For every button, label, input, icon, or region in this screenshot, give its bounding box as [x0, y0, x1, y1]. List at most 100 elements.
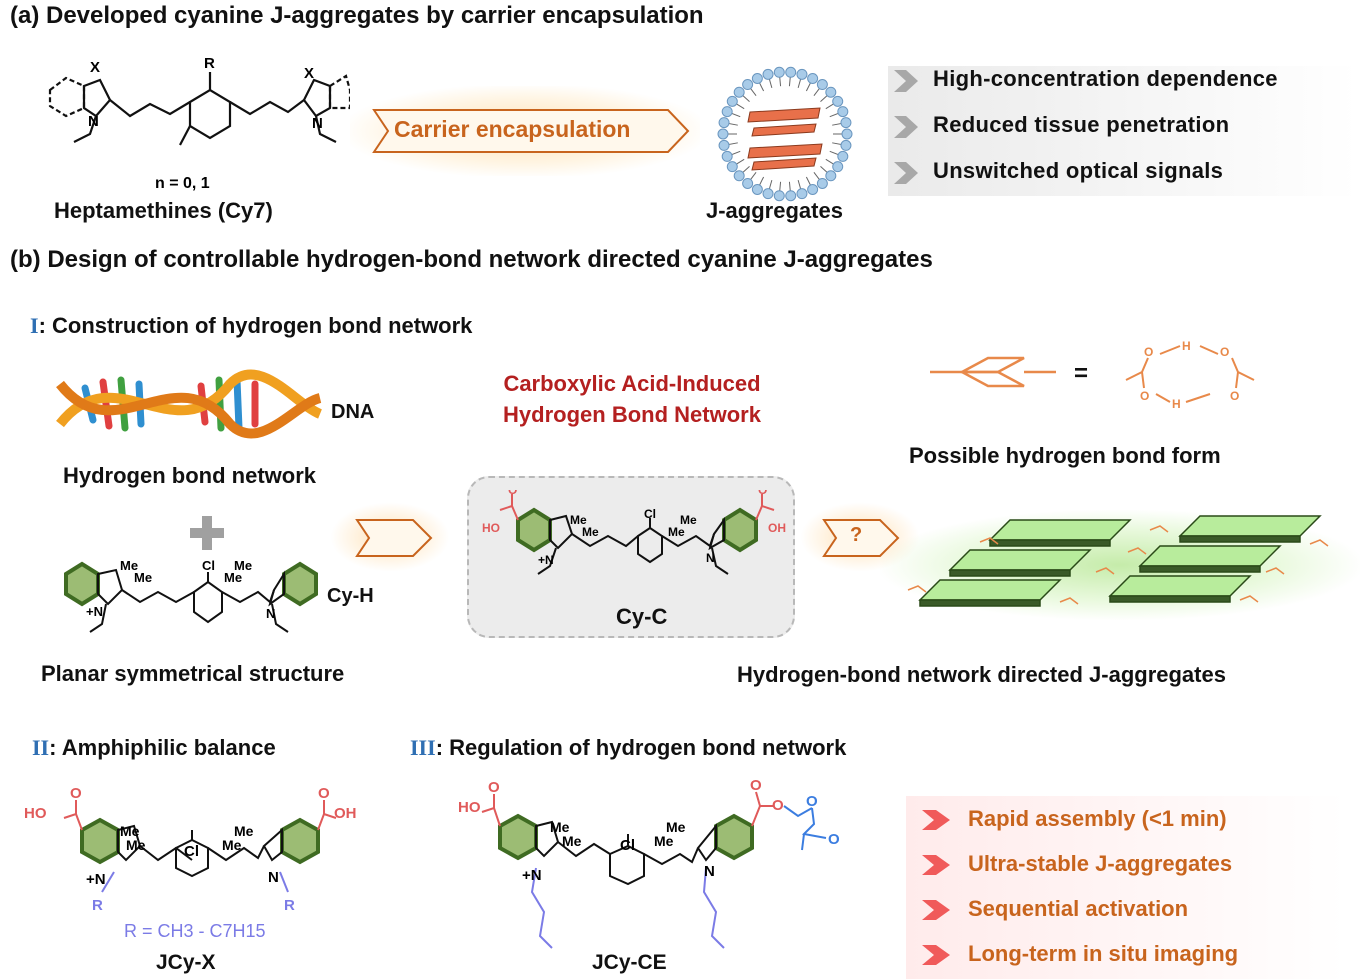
chevron-red-icon: [922, 810, 950, 830]
cy-h-structure: Me Me Cl Me Me +N N: [64, 558, 318, 633]
svg-text:H: H: [1182, 339, 1191, 353]
hbond-dimer-icon: [930, 356, 1056, 388]
svg-text:Cl: Cl: [620, 837, 635, 854]
drawback-item: High-concentration dependence: [933, 66, 1278, 91]
carrier-arrow-label: Carrier encapsulation: [394, 116, 631, 142]
svg-text:R: R: [284, 897, 295, 914]
svg-text:O: O: [1140, 389, 1149, 403]
atom-r: R: [204, 55, 215, 72]
svg-text:Me: Me: [666, 819, 686, 835]
center-title-line1: Carboxylic Acid-Induced: [503, 371, 761, 396]
j-aggregate-sheets: [907, 515, 1329, 607]
svg-text:Me: Me: [582, 525, 599, 539]
svg-text:+N: +N: [538, 553, 554, 567]
r-formula: R = CH3 - C7H15: [124, 921, 266, 941]
chevron-gray-icon: [894, 70, 918, 92]
svg-text:O: O: [758, 490, 767, 497]
part1-title: I: Construction of hydrogen bond network: [30, 313, 472, 339]
svg-text:O: O: [318, 785, 330, 802]
part2-title-text: : Amphiphilic balance: [49, 735, 276, 760]
svg-text:Me: Me: [120, 823, 140, 839]
center-title-line2: Hydrogen Bond Network: [503, 402, 761, 427]
cy7-structure: X R X N N n = 0, 1: [48, 55, 350, 192]
svg-text:H: H: [1172, 397, 1181, 411]
chevron-red-icon: [922, 900, 950, 920]
svg-text:+N: +N: [522, 867, 542, 884]
carrier-arrow: [372, 109, 690, 153]
svg-text:N: N: [706, 551, 715, 565]
svg-text:HO: HO: [482, 521, 500, 535]
svg-text:Me: Me: [222, 837, 242, 853]
svg-text:Me: Me: [120, 558, 138, 573]
cy7-label: Heptamethines (Cy7): [54, 198, 273, 223]
j-aggregates-label: J-aggregates: [706, 198, 843, 223]
roman-numeral-1: I: [30, 313, 39, 338]
svg-text:O: O: [508, 490, 517, 497]
section-b-title: (b) Design of controllable hydrogen-bond…: [10, 246, 933, 273]
svg-text:Cl: Cl: [184, 843, 199, 860]
svg-text:Me: Me: [570, 513, 587, 527]
cy-h-label: Cy-H: [327, 585, 374, 607]
svg-text:Me: Me: [654, 833, 674, 849]
chevron-gray-icon: [894, 116, 918, 138]
jcy-x-structure: HO O OH O Me Me Cl Me Me +N N R R: [24, 785, 357, 914]
svg-text:R: R: [92, 897, 103, 914]
svg-text:O: O: [70, 785, 82, 802]
svg-text:O: O: [1144, 345, 1153, 359]
feature-item: Sequential activation: [968, 896, 1189, 921]
svg-text:O: O: [828, 831, 840, 848]
svg-text:Me: Me: [680, 513, 697, 527]
svg-text:O: O: [772, 797, 784, 814]
dna-icon: [56, 369, 323, 439]
atom-n-left: N: [88, 113, 99, 130]
center-title: Carboxylic Acid-Induced Hydrogen Bond Ne…: [462, 368, 802, 430]
svg-text:O: O: [750, 777, 762, 794]
svg-text:+N: +N: [86, 871, 106, 888]
atom-x-right: X: [304, 65, 314, 82]
features-panel: [906, 796, 1346, 979]
chevron-gray-icon: [894, 162, 918, 184]
atom-n-right: N: [312, 115, 323, 132]
drawbacks-panel: [888, 66, 1358, 196]
svg-text:Cl: Cl: [644, 507, 656, 521]
svg-text:Me: Me: [134, 570, 152, 585]
section-a-title: (a) Developed cyanine J-aggregates by ca…: [10, 2, 704, 29]
jcy-ce-structure: HO O O O O O Me Me Cl Me Me +N N: [458, 777, 840, 949]
svg-text:O: O: [1230, 389, 1239, 403]
jcy-ce-label: JCy-CE: [592, 951, 667, 974]
hbond-network-label: Hydrogen bond network: [63, 463, 316, 488]
svg-text:Me: Me: [668, 525, 685, 539]
svg-text:HO: HO: [458, 799, 481, 816]
svg-text:Me: Me: [224, 570, 242, 585]
svg-text:OH: OH: [768, 521, 786, 535]
right-chevron-arrow: [355, 519, 433, 557]
svg-text:O: O: [1220, 345, 1229, 359]
svg-text:HO: HO: [24, 805, 47, 822]
cy-c-box: [467, 476, 795, 638]
svg-text:N: N: [266, 606, 275, 621]
feature-item: Ultra-stable J-aggregates: [968, 851, 1233, 876]
planar-structure-label: Planar symmetrical structure: [41, 661, 345, 686]
question-mark: ?: [850, 524, 863, 546]
possible-hbond-label: Possible hydrogen bond form: [909, 443, 1221, 468]
svg-text:Me: Me: [234, 558, 252, 573]
svg-text:N: N: [268, 869, 279, 886]
svg-text:Me: Me: [562, 833, 582, 849]
svg-text:+N: +N: [86, 604, 103, 619]
part1-title-text: : Construction of hydrogen bond network: [38, 313, 473, 338]
roman-numeral-3: III: [410, 735, 436, 760]
svg-text:Cl: Cl: [202, 558, 215, 573]
svg-text:OH: OH: [334, 805, 357, 822]
atom-x-left: X: [90, 59, 100, 76]
chevron-red-icon: [922, 945, 950, 965]
svg-text:N: N: [704, 863, 715, 880]
feature-item: Rapid assembly (<1 min): [968, 806, 1227, 831]
svg-text:Me: Me: [126, 837, 146, 853]
chevron-red-icon: [922, 855, 950, 875]
svg-text:O: O: [806, 793, 818, 810]
micelle-illustration: [717, 66, 853, 202]
drawback-item: Reduced tissue penetration: [933, 112, 1230, 137]
equals-sign: =: [1074, 360, 1089, 387]
cy-c-structure: HO O OH O Me Me Cl Me Me +N N: [482, 490, 786, 575]
n-label: n = 0, 1: [155, 175, 210, 192]
